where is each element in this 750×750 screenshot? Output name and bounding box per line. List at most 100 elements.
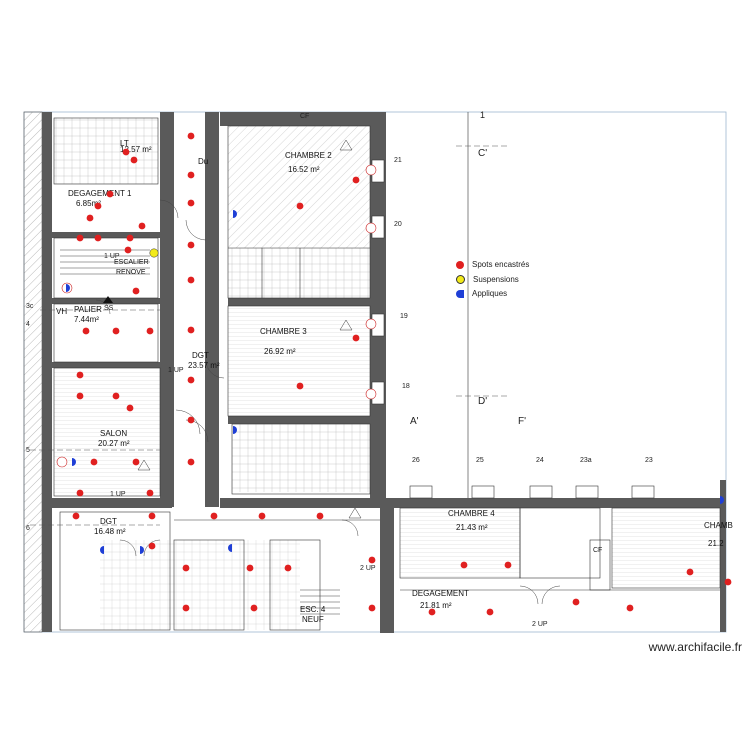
axis-label-d: D' — [478, 396, 487, 407]
spot-28 — [76, 371, 84, 379]
spot-22 — [296, 382, 304, 390]
room-palier-name: PALIER — [74, 305, 102, 314]
suspensions-layer — [149, 248, 159, 258]
spot-46 — [250, 604, 258, 612]
spot-41 — [148, 542, 156, 550]
applique-7 — [140, 546, 144, 554]
room-dgt-center-name: DGT — [192, 351, 209, 360]
chambre4-floor — [400, 508, 520, 578]
spot-36 — [72, 512, 80, 520]
spot-9 — [138, 222, 146, 230]
spot-26 — [146, 327, 154, 335]
watermark: www.archifacile.fr — [648, 640, 742, 654]
spot-30 — [112, 392, 120, 400]
window-number-23: 23 — [645, 457, 653, 464]
room-chambre2-area: 16.52 m² — [288, 165, 320, 174]
mark-ss: SS — [104, 305, 114, 312]
wall-left-outer — [23, 111, 43, 633]
chambre5-floor — [612, 508, 720, 588]
spot-5 — [86, 214, 94, 222]
spot-32 — [132, 458, 140, 466]
palier-triangle-icon — [103, 296, 113, 303]
spot-33 — [76, 489, 84, 497]
room-vh-name: VH — [56, 307, 67, 316]
spot-31 — [90, 458, 98, 466]
wall-number-3c: 3c — [26, 303, 34, 310]
legend-spots-label: Spots encastrés — [472, 260, 530, 269]
spot-45 — [284, 564, 292, 572]
room-escalier-name: ESCALIER — [114, 259, 149, 266]
spot-2 — [130, 156, 138, 164]
spot-3 — [106, 190, 114, 198]
spot-43 — [182, 604, 190, 612]
room-chambre2-name: CHAMBRE 2 — [285, 151, 332, 160]
legend-spots: Spots encastrés — [456, 260, 529, 269]
spot-7 — [94, 234, 102, 242]
room-degagement1-area: 6.85m² — [76, 199, 101, 208]
applique-4 — [72, 458, 76, 466]
stairs — [60, 249, 340, 615]
spot-49 — [460, 561, 468, 569]
mark-cf-bottom: CF — [593, 547, 602, 554]
door-swings — [95, 199, 561, 605]
axis-label-1: 1 — [480, 110, 485, 120]
spot-47 — [368, 556, 376, 564]
salon-floor — [54, 368, 160, 496]
spot-38 — [210, 512, 218, 520]
spot-29 — [76, 392, 84, 400]
spots-layer — [72, 132, 732, 616]
applique-5 — [100, 546, 104, 554]
legend-appliques-label: Appliques — [472, 289, 508, 298]
bath-top-floor — [228, 248, 370, 298]
window-number-20: 20 — [394, 221, 402, 228]
spot-39 — [258, 512, 266, 520]
spot-53 — [572, 598, 580, 606]
room-esc4-name: ESC. 4 — [300, 605, 326, 614]
room-dgt-bottom-area: 16.48 m² — [94, 527, 126, 536]
mark-2up-b: 2 UP — [532, 621, 548, 628]
spot-20 — [296, 202, 304, 210]
spot-14 — [187, 241, 195, 249]
windows-bottom — [409, 485, 655, 499]
axis-label-a: A' — [410, 416, 419, 427]
spot-48 — [368, 604, 376, 612]
axis-label-f: F' — [518, 416, 526, 427]
window-number-18: 18 — [402, 383, 410, 390]
spot-1 — [122, 148, 130, 156]
spot-23 — [352, 334, 360, 342]
window-number-25: 25 — [476, 457, 484, 464]
applique-legend-icon — [456, 289, 464, 298]
suspension-1 — [149, 248, 159, 258]
room-palier-area: 7.44m² — [74, 315, 99, 324]
mark-cf-top: CF — [300, 113, 309, 120]
spot-27 — [82, 327, 90, 335]
triangle-markers — [137, 139, 362, 519]
windows-right — [371, 159, 385, 405]
room-chambre4-name: CHAMBRE 4 — [448, 509, 495, 518]
spot-40 — [316, 512, 324, 520]
applique-1 — [233, 210, 237, 218]
room-escalier-sub: RENOVE — [116, 269, 146, 276]
room-chambre5-name: CHAMB — [704, 521, 733, 530]
mark-1up-b: 1 UP — [168, 367, 184, 374]
room-chambre3-area: 26.92 m² — [264, 347, 296, 356]
spot-18 — [187, 416, 195, 424]
room-chambre4-area: 21.43 m² — [456, 523, 488, 532]
spot-54 — [626, 604, 634, 612]
applique-6 — [228, 544, 232, 552]
spot-52 — [486, 608, 494, 616]
legend-suspensions-label: Suspensions — [473, 275, 519, 284]
room-lt-name: LT — [120, 139, 129, 148]
room-chambre5-area: 21.2 — [708, 539, 724, 548]
wall-number-6: 6 — [26, 525, 30, 532]
wall-number-5: 5 — [26, 447, 30, 454]
bath-bottom-floor — [100, 540, 300, 630]
spot-12 — [187, 171, 195, 179]
room-salon-area: 20.27 m² — [98, 439, 130, 448]
applique-8 — [720, 496, 724, 504]
interior-lines — [53, 112, 721, 631]
spot-4 — [94, 202, 102, 210]
spot-55 — [686, 568, 694, 576]
spot-11 — [187, 132, 195, 140]
